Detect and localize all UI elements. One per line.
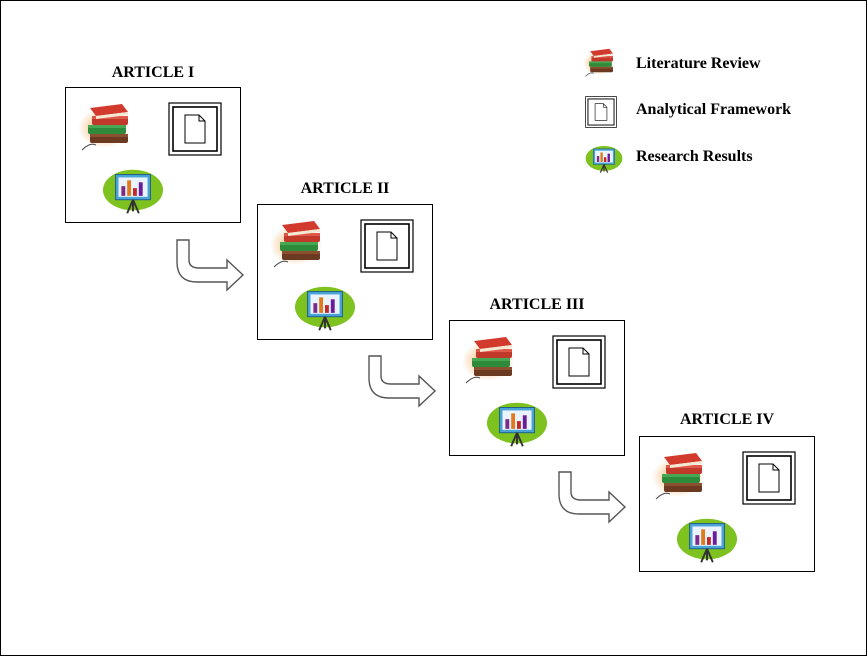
books-icon bbox=[270, 215, 330, 271]
article-1-box bbox=[65, 87, 241, 223]
legend-literature-review: Literature Review bbox=[636, 55, 761, 72]
framed-document-icon bbox=[585, 96, 617, 128]
article-1-title: ARTICLE I bbox=[111, 64, 195, 81]
framed-document-icon bbox=[168, 102, 222, 156]
article-3-title: ARTICLE III bbox=[489, 296, 585, 313]
article-4-box bbox=[639, 436, 815, 572]
chart-easel-icon bbox=[585, 144, 623, 174]
next-arrow-1 bbox=[175, 237, 247, 293]
framed-document-icon bbox=[360, 219, 414, 273]
books-icon bbox=[78, 98, 138, 154]
books-icon bbox=[583, 45, 619, 79]
chart-easel-icon bbox=[102, 166, 164, 216]
article-2-title: ARTICLE II bbox=[300, 180, 390, 197]
framed-document-icon bbox=[742, 451, 796, 505]
legend-analytical-framework: Analytical Framework bbox=[636, 101, 792, 118]
article-4-title: ARTICLE IV bbox=[679, 411, 775, 428]
article-3-box bbox=[449, 320, 625, 456]
books-icon bbox=[652, 447, 712, 503]
article-2-box bbox=[257, 204, 433, 340]
chart-easel-icon bbox=[676, 515, 738, 565]
next-arrow-2 bbox=[367, 353, 439, 409]
books-icon bbox=[462, 331, 522, 387]
next-arrow-3 bbox=[557, 469, 629, 525]
legend-research-results: Research Results bbox=[636, 148, 753, 165]
chart-easel-icon bbox=[486, 399, 548, 449]
chart-easel-icon bbox=[294, 283, 356, 333]
framed-document-icon bbox=[552, 335, 606, 389]
